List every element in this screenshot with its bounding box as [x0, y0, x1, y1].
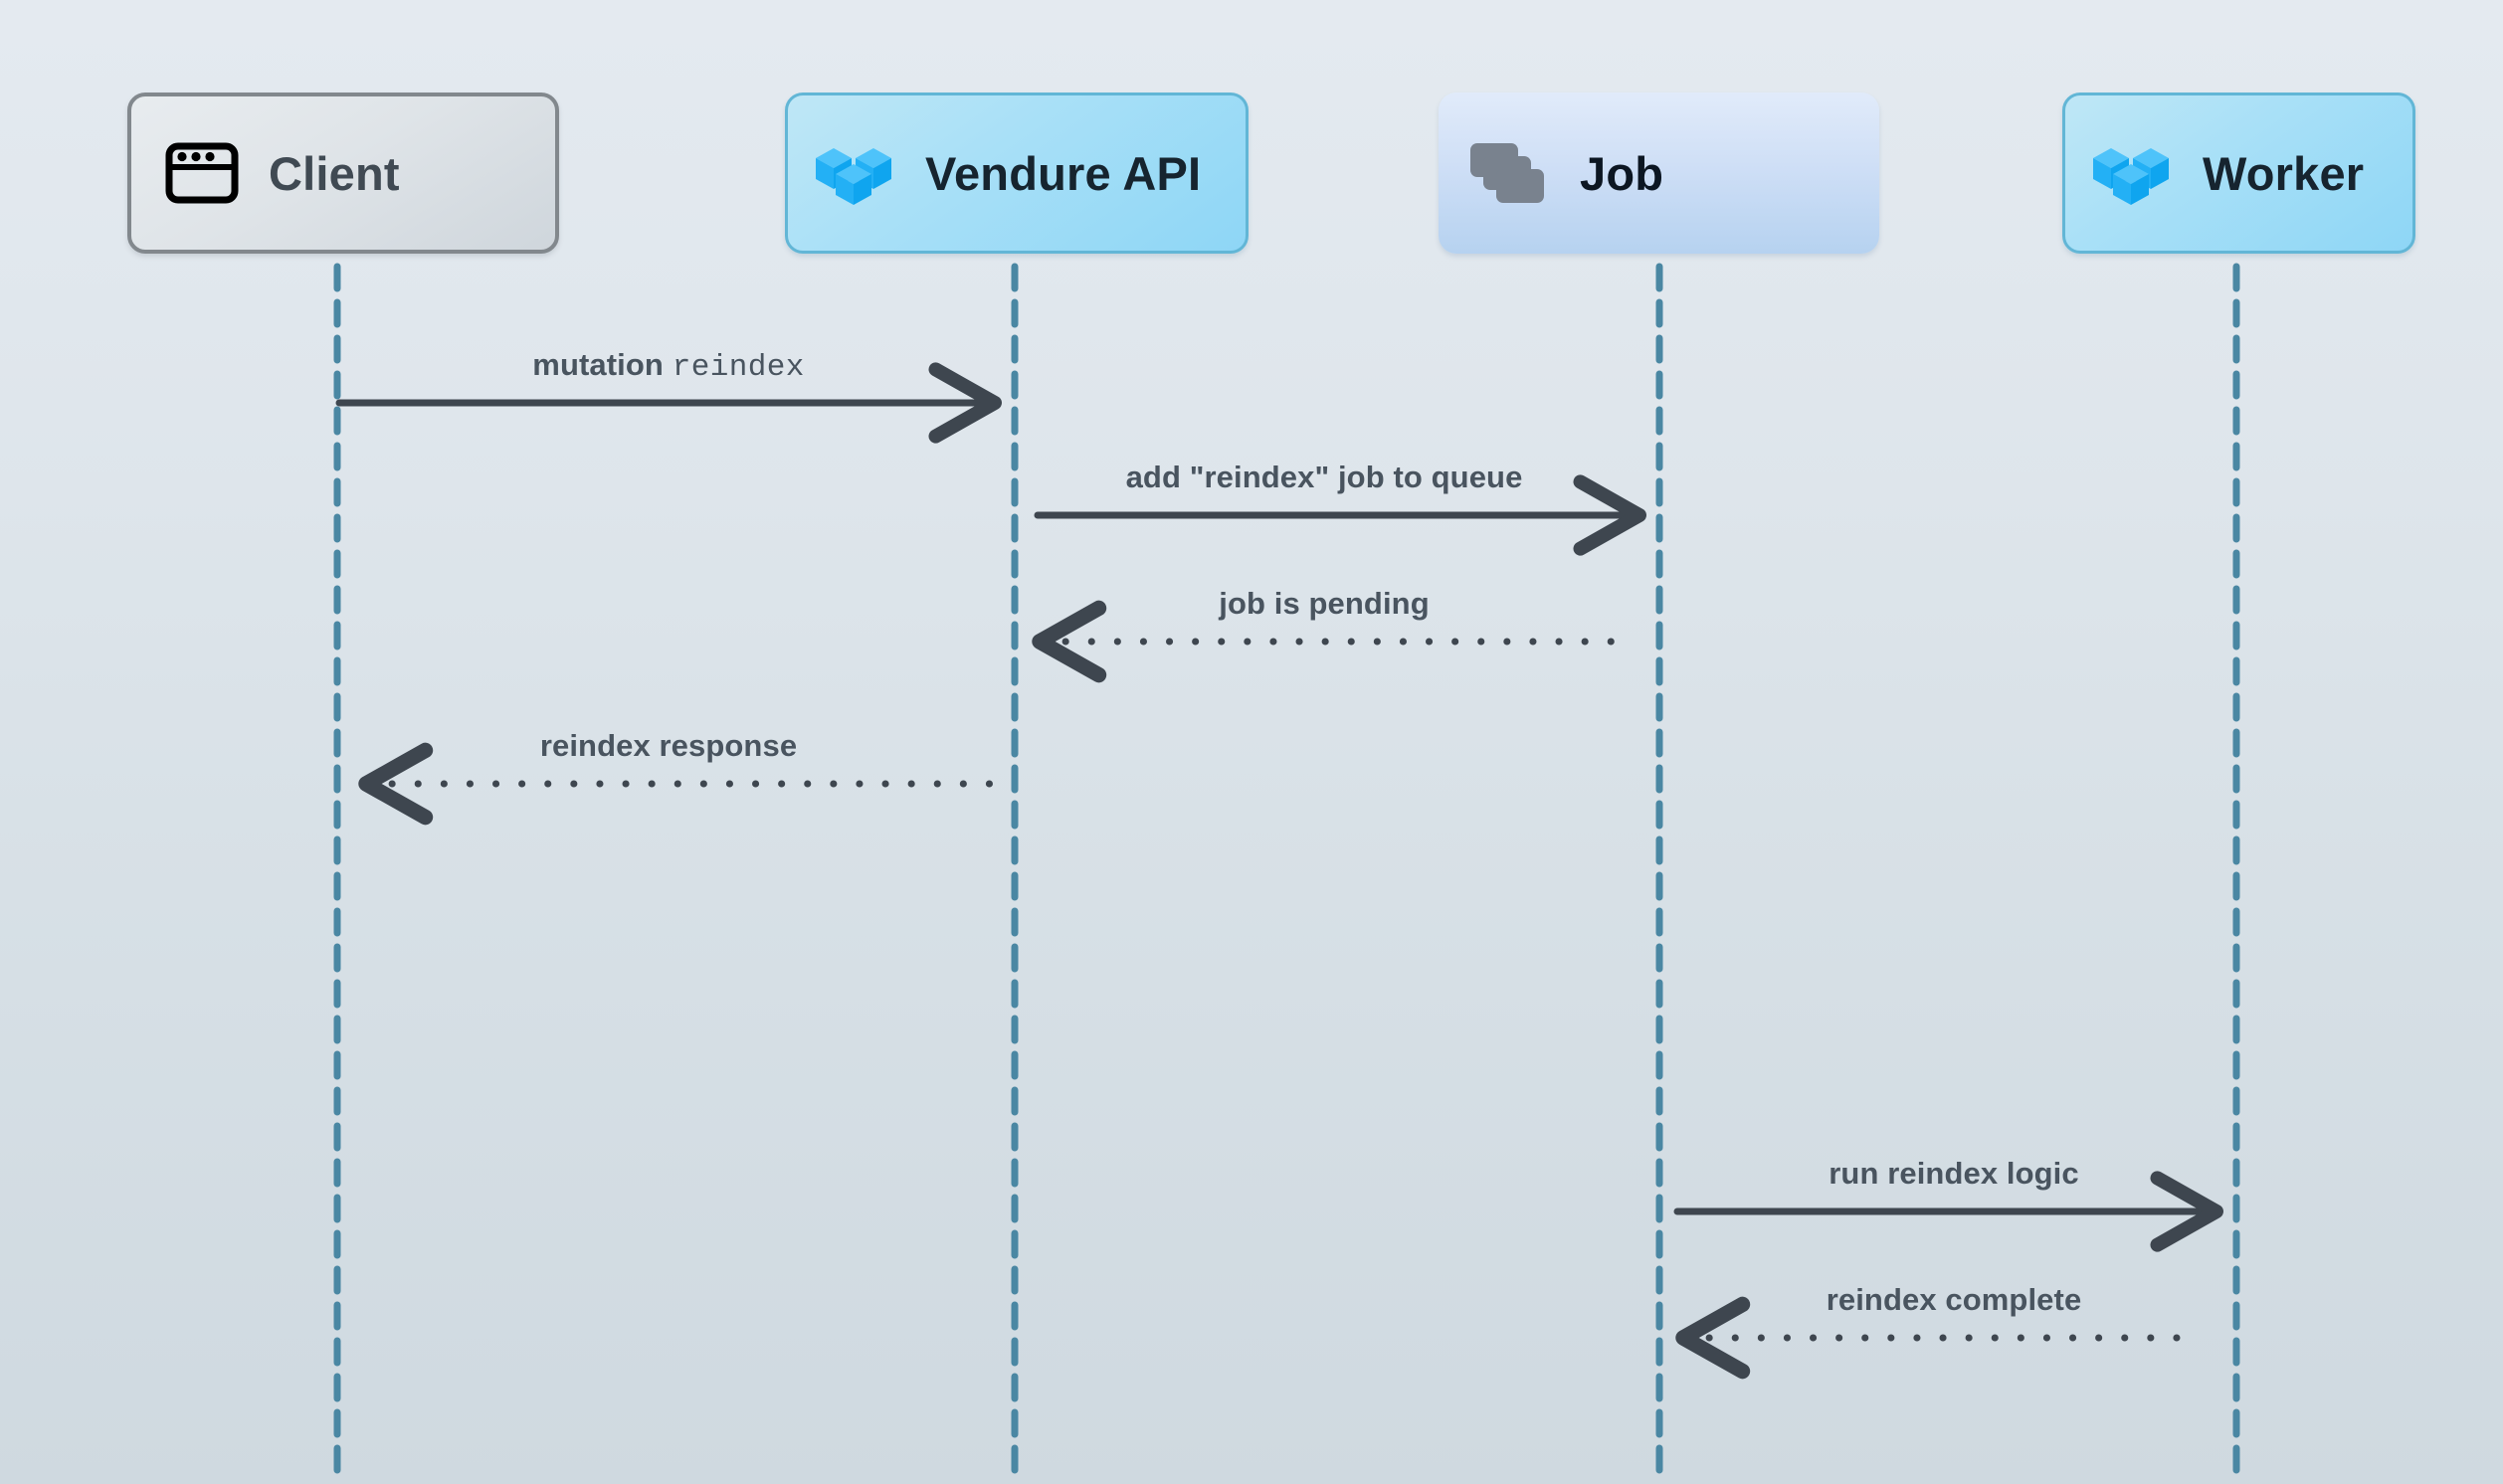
message-label-job-is-pending: job is pending [1219, 586, 1430, 621]
participant-vendure-api[interactable]: Vendure API [785, 93, 1249, 254]
participant-job[interactable]: Job [1439, 93, 1879, 254]
lifelines [333, 263, 2240, 1484]
participant-client[interactable]: Client [127, 93, 559, 254]
message-arrows [335, 362, 2223, 1380]
message-label-reindex-complete: reindex complete [1826, 1282, 2082, 1317]
message-label-add-reindex-job-to-queue: add "reindex" job to queue [1125, 460, 1523, 494]
message-label-plain: mutation [532, 347, 664, 382]
vendure-cubes-icon [2089, 138, 2173, 208]
participant-label-client: Client [269, 146, 400, 200]
message-label-reindex-response: reindex response [539, 728, 798, 763]
message-label-mutation-reindex: mutation reindex [532, 347, 804, 385]
message-label-code: reindex [672, 350, 805, 385]
participant-worker[interactable]: Worker [2062, 93, 2415, 254]
message-label-run-reindex-logic: run reindex logic [1829, 1156, 2079, 1191]
participant-label-job: Job [1580, 146, 1664, 200]
participant-label-vendure-api: Vendure API [925, 146, 1202, 200]
browser-window-icon [165, 142, 239, 204]
stacked-cards-icon [1468, 139, 1550, 207]
participant-label-worker: Worker [2203, 146, 2365, 200]
vendure-cubes-icon [812, 138, 895, 208]
